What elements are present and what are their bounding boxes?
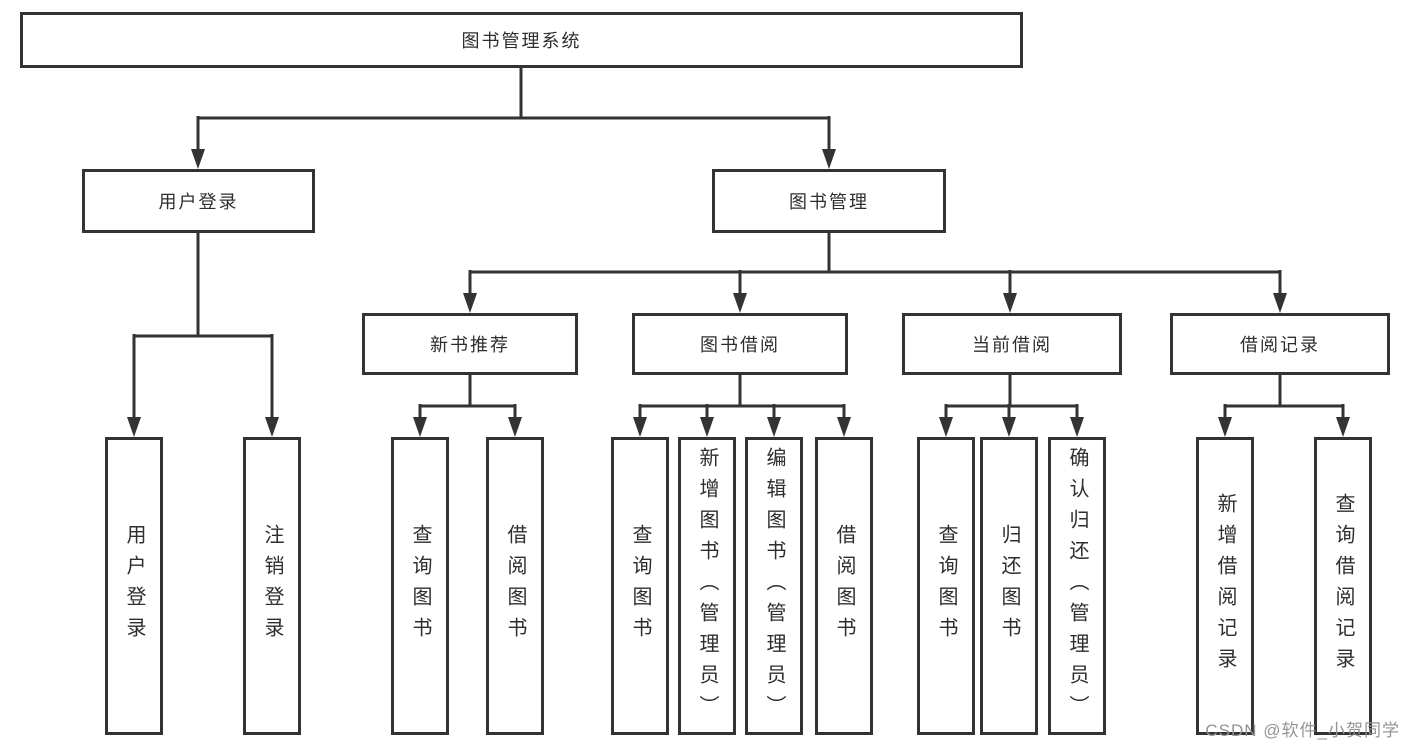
node-label: 当前借阅	[972, 335, 1052, 355]
node-label: 新增图书（管理员）	[696, 446, 718, 726]
node-leaf-edit-books-admin: 编辑图书（管理员）	[745, 437, 803, 735]
node-label: 用户登录	[123, 524, 145, 648]
node-leaf-user-login: 用户登录	[105, 437, 163, 735]
node-leaf-query-books-borrow: 查询图书	[611, 437, 669, 735]
node-new-book-recommend: 新书推荐	[362, 313, 578, 375]
node-borrow-records: 借阅记录	[1170, 313, 1390, 375]
node-label: 注销登录	[261, 524, 283, 648]
node-label: 新书推荐	[430, 335, 510, 355]
node-user-login: 用户登录	[82, 169, 315, 233]
node-leaf-confirm-return-admin: 确认归还（管理员）	[1048, 437, 1106, 735]
node-label: 图书管理	[789, 192, 869, 212]
node-label: 确认归还（管理员）	[1066, 446, 1088, 726]
node-leaf-query-books-recommend: 查询图书	[391, 437, 449, 735]
watermark-text: CSDN @软件_小贺同学	[1205, 721, 1400, 740]
node-leaf-borrow-books: 借阅图书	[815, 437, 873, 735]
node-label: 借阅记录	[1240, 335, 1320, 355]
node-label: 借阅图书	[504, 524, 526, 648]
node-book-management: 图书管理	[712, 169, 946, 233]
node-leaf-add-books-admin: 新增图书（管理员）	[678, 437, 736, 735]
node-book-borrow: 图书借阅	[632, 313, 848, 375]
node-library-system: 图书管理系统	[20, 12, 1023, 68]
node-label: 图书借阅	[700, 335, 780, 355]
node-leaf-borrow-books-recommend: 借阅图书	[486, 437, 544, 735]
node-label: 查询图书	[629, 524, 651, 648]
node-leaf-query-borrow-record: 查询借阅记录	[1314, 437, 1372, 735]
node-leaf-return-books: 归还图书	[980, 437, 1038, 735]
node-current-borrow: 当前借阅	[902, 313, 1122, 375]
node-label: 查询借阅记录	[1332, 493, 1354, 679]
node-leaf-add-borrow-record: 新增借阅记录	[1196, 437, 1254, 735]
node-label: 借阅图书	[833, 524, 855, 648]
node-label: 查询图书	[409, 524, 431, 648]
node-label: 查询图书	[935, 524, 957, 648]
node-label: 用户登录	[158, 192, 239, 212]
node-label: 新增借阅记录	[1214, 493, 1236, 679]
node-label: 图书管理系统	[461, 31, 582, 51]
node-leaf-query-books-current: 查询图书	[917, 437, 975, 735]
node-leaf-logout: 注销登录	[243, 437, 301, 735]
node-label: 归还图书	[998, 524, 1020, 648]
node-label: 编辑图书（管理员）	[763, 446, 785, 726]
